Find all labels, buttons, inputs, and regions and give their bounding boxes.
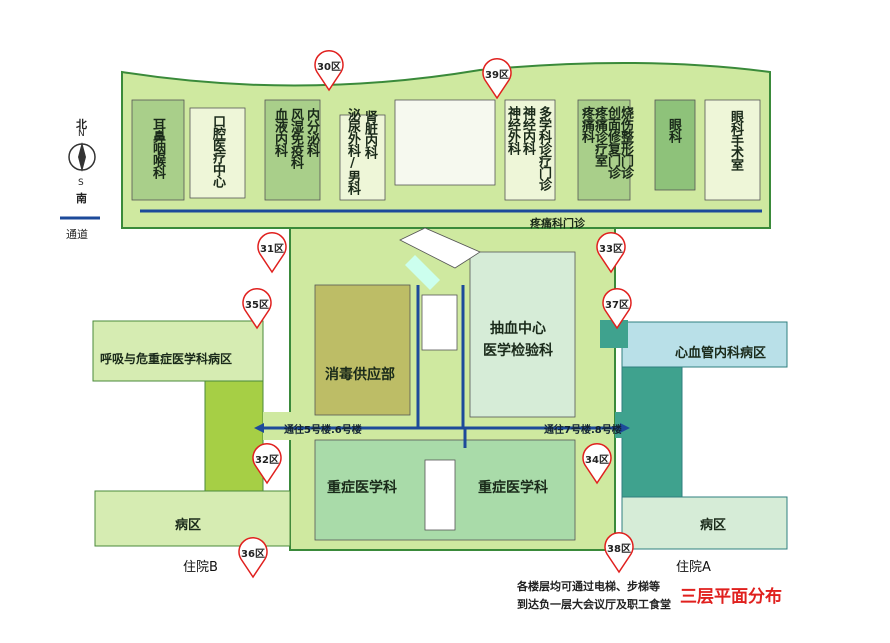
dept-mdt[interactable]: 多学科诊疗门诊 [536, 106, 551, 190]
dept-rheumatology[interactable]: 风湿免疫科 [288, 108, 303, 168]
corridor-legend: 通道 [66, 228, 88, 241]
page-title: 三层平面分布 [680, 587, 782, 607]
zone-marker-31[interactable]: 31区 [255, 232, 289, 274]
dept-burn[interactable]: 烧伤整形门诊 [618, 106, 633, 178]
dept-cardio[interactable]: 心血管内科病区 [675, 346, 767, 361]
dept-hematology[interactable]: 血液内科 [272, 108, 287, 156]
zone-marker-39[interactable]: 39区 [480, 58, 514, 100]
dept-respiratory[interactable]: 呼吸与危重症医学科病区 [100, 352, 233, 366]
zone-marker-30[interactable]: 30区 [312, 50, 346, 92]
dept-pain-clinic[interactable]: 疼痛科门诊 [530, 217, 585, 230]
ward-right[interactable]: 病区 [700, 518, 727, 533]
zone-marker-38[interactable]: 38区 [602, 532, 636, 574]
wing-a-label: 住院A [676, 560, 711, 575]
zone-marker-33[interactable]: 33区 [594, 232, 628, 274]
dept-lab[interactable]: 医学检验科 [483, 343, 553, 359]
dept-endocrine[interactable]: 内分泌科 [304, 108, 319, 156]
dept-nephrology[interactable]: 肾脏内科 [362, 110, 377, 158]
dept-neurology[interactable]: 神经内科 [520, 106, 535, 154]
corridor-to-5-6: 通往5号楼.6号楼 [284, 425, 362, 436]
ward-left[interactable]: 病区 [175, 518, 202, 533]
note-line-1: 各楼层均可通过电梯、步梯等 [517, 580, 660, 593]
dept-oral[interactable]: 口腔医疗中心 [210, 115, 225, 187]
dept-sterile-supply[interactable]: 消毒供应部 [325, 367, 395, 383]
dept-neurosurgery[interactable]: 神经外科 [505, 106, 520, 154]
dept-blood-center[interactable]: 抽血中心 [490, 321, 546, 337]
zone-marker-37[interactable]: 37区 [600, 288, 634, 330]
zone-marker-36[interactable]: 36区 [236, 537, 270, 579]
zone-marker-32[interactable]: 32区 [250, 443, 284, 485]
compass-north-cn: 北 [76, 118, 87, 131]
compass-north: N [78, 129, 85, 139]
dept-icu-right[interactable]: 重症医学科 [478, 480, 548, 496]
wing-b-label: 住院B [183, 560, 218, 575]
dept-wound[interactable]: 创面修复门诊 [605, 106, 620, 178]
dept-urology[interactable]: 泌尿外科/男科 [345, 108, 360, 194]
dept-eye-surgery[interactable]: 眼科手术室 [728, 110, 743, 170]
note: 各楼层均可通过电梯、步梯等 到达负一层大会议厅及职工食堂 [517, 578, 671, 614]
dept-pain[interactable]: 疼痛科 [579, 106, 594, 142]
dept-ent[interactable]: 耳鼻咽喉科 [150, 118, 165, 178]
note-line-2: 到达负一层大会议厅及职工食堂 [517, 598, 671, 611]
dept-trauma[interactable]: 疼痛诊疗室 [592, 106, 607, 166]
dept-icu-left[interactable]: 重症医学科 [327, 480, 397, 496]
corridor-to-7-8: 通往7号楼.8号楼 [544, 425, 622, 436]
zone-marker-35[interactable]: 35区 [240, 288, 274, 330]
zone-marker-34[interactable]: 34区 [580, 443, 614, 485]
compass-south: S [78, 178, 84, 188]
compass-south-cn: 南 [76, 192, 87, 205]
dept-ophthalmology[interactable]: 眼科 [666, 118, 681, 142]
